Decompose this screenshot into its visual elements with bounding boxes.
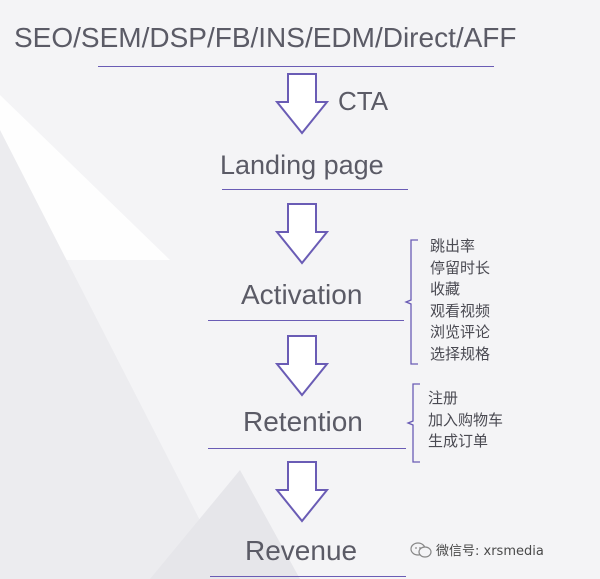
channels-underline	[98, 66, 494, 67]
list-item: 停留时长	[430, 258, 491, 277]
down-arrow-icon	[274, 461, 330, 523]
list-item: 生成订单	[428, 432, 489, 450]
activation-metrics-list: 跳出率 停留时长 收藏 观看视频 浏览评论 选择规格	[430, 236, 490, 365]
retention-metrics-list: 注册 加入购物车 生成订单	[428, 388, 503, 453]
activation-underline	[208, 320, 404, 321]
bg-grey-triangle-bottom	[150, 470, 300, 579]
landing-page-label: Landing page	[220, 150, 384, 180]
watermark-text: 微信号: xrsmedia	[436, 544, 544, 559]
retention-underline	[208, 448, 406, 449]
revenue-underline	[210, 576, 406, 577]
down-arrow-icon	[274, 73, 330, 135]
list-item: 收藏	[430, 280, 461, 298]
list-item: 观看视频	[430, 301, 491, 320]
retention-label: Retention	[243, 406, 363, 437]
landing-underline	[222, 189, 408, 190]
activation-label: Activation	[241, 279, 363, 310]
down-arrow-icon	[274, 335, 330, 397]
retention-brace-icon	[406, 383, 420, 463]
list-item: 加入购物车	[428, 410, 504, 429]
revenue-label: Revenue	[245, 535, 358, 566]
bg-grey-triangle-left	[0, 130, 230, 579]
channels-label: SEO/SEM/DSP/FB/INS/EDM/Direct/AFF	[14, 22, 517, 53]
wechat-icon	[410, 542, 432, 558]
list-item: 注册	[428, 389, 459, 407]
activation-brace-icon	[404, 239, 418, 365]
list-item: 选择规格	[430, 344, 491, 363]
list-item: 浏览评论	[430, 323, 491, 341]
cta-label: CTA	[338, 86, 389, 116]
list-item: 跳出率	[430, 237, 476, 255]
down-arrow-icon	[274, 203, 330, 265]
